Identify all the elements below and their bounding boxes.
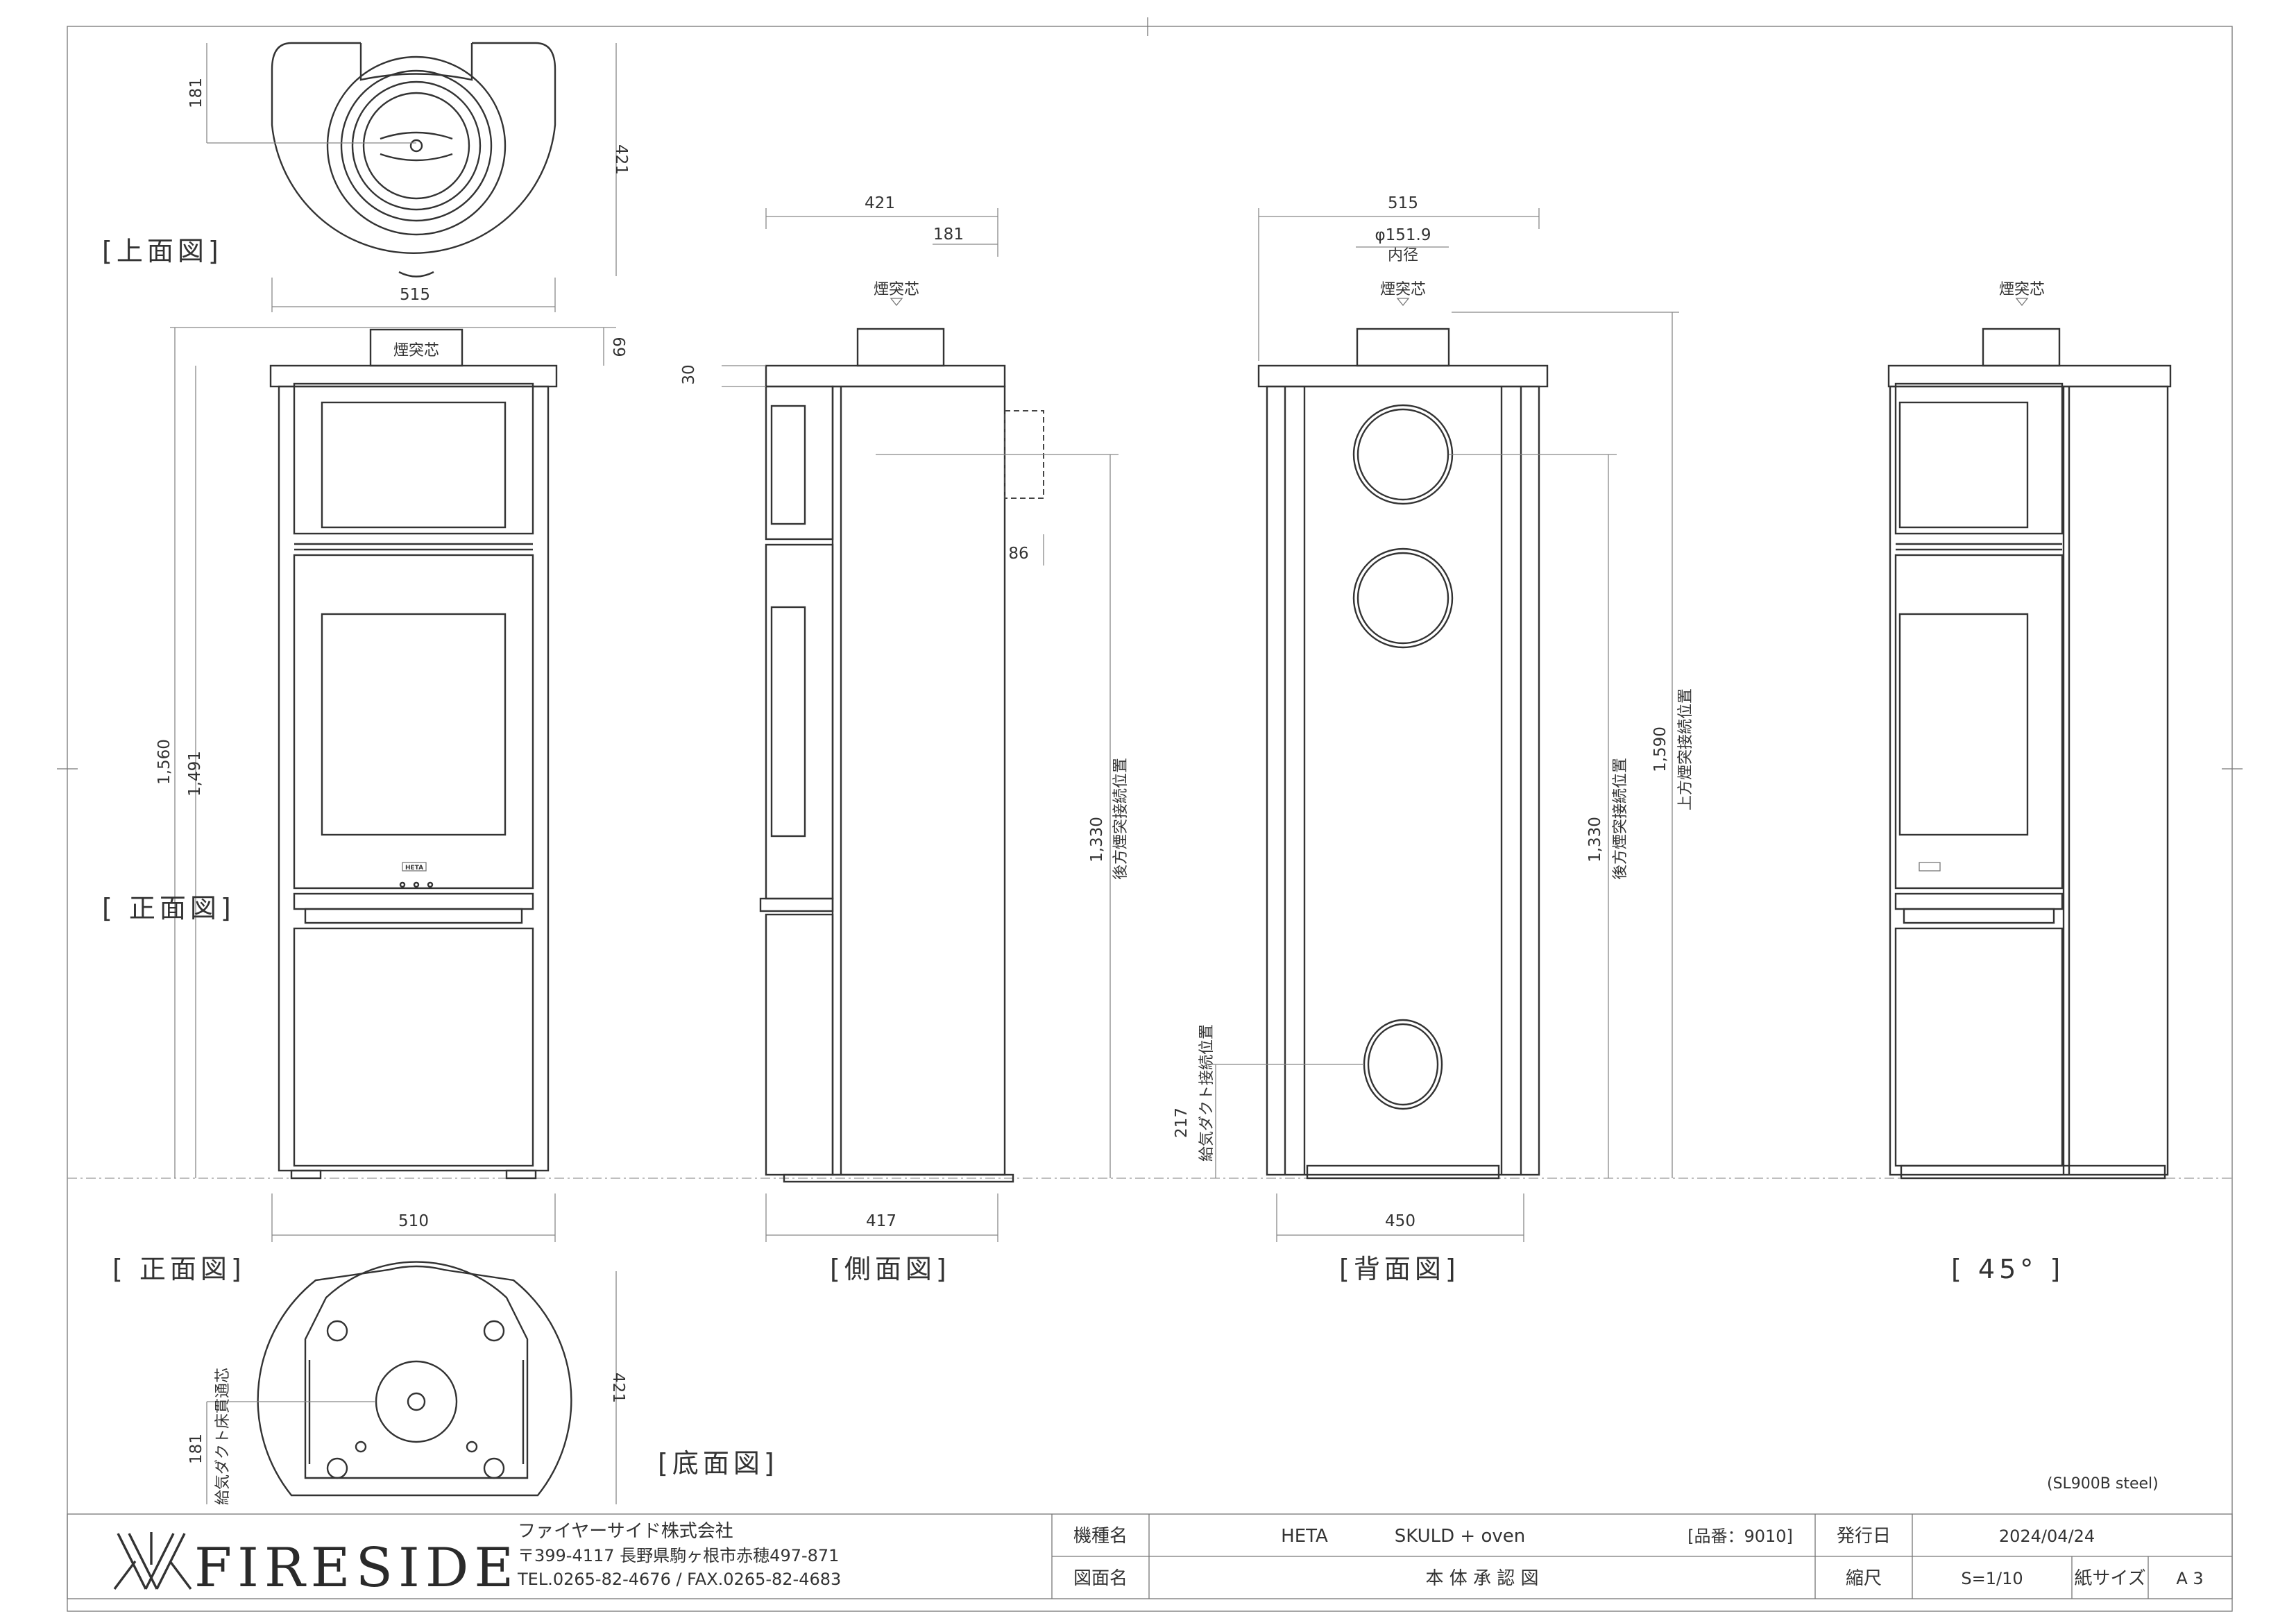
dim-back-1590: 1,590 (1651, 726, 1669, 772)
side-view: 煙突芯 421 181 30 86 1,330 後方煙突接続位置 417 (680, 194, 1130, 1242)
dim-front-1491: 1,491 (186, 751, 204, 797)
issue-date: 2024/04/24 (1999, 1527, 2095, 1546)
dim-bottom-421: 421 (609, 1373, 627, 1403)
top-view: 181 421 515 (187, 42, 630, 312)
label-top-view: [上面図] (102, 236, 223, 266)
item-number: [品番：9010] (1687, 1527, 1793, 1546)
model-note: (SL900B steel) (2047, 1475, 2159, 1493)
label-issue: 発行日 (1837, 1526, 1891, 1547)
paper-size: A 3 (2176, 1569, 2203, 1588)
label-paper: 紙サイズ (2074, 1568, 2145, 1589)
company-tel-fax: TEL.0265-82-4676 / FAX.0265-82-4683 (517, 1570, 841, 1589)
model-name: SKULD + oven (1395, 1526, 1525, 1547)
dim-side-417: 417 (866, 1212, 896, 1230)
front-brand-plate: HETA (405, 865, 423, 872)
note-top-connection: 上方煙突接続位置 (1677, 688, 1694, 810)
dim-back-515: 515 (1388, 194, 1418, 212)
label-scale: 縮尺 (1846, 1568, 1882, 1589)
label-model: 機種名 (1073, 1526, 1128, 1547)
fireside-logo-icon (113, 1532, 192, 1590)
drawing-name: 本 体 承 認 図 (1425, 1568, 1538, 1589)
note-back-rear-connection: 後方煙突接続位置 (1612, 758, 1629, 880)
dim-back-1330: 1,330 (1586, 817, 1604, 863)
back-view: φ151.9 内径 煙突芯 515 1,330 後方煙突接続位置 (1173, 194, 1694, 1242)
label-front-view-2: [ 正面図] (112, 1254, 246, 1284)
dim-back-phi: φ151.9 (1375, 226, 1431, 244)
flue-center-side: 煙突芯 (874, 281, 919, 298)
dim-side-1330: 1,330 (1088, 817, 1106, 863)
dim-bottom-181: 181 (187, 1434, 205, 1464)
flue-center-back: 煙突芯 (1380, 281, 1426, 298)
dim-back-217: 217 (1173, 1107, 1191, 1138)
note-back-inner: 内径 (1388, 247, 1418, 264)
label-bottom-view: [底面図] (658, 1448, 779, 1479)
company-name: ファイヤーサイド株式会社 (518, 1521, 733, 1542)
dim-top-181: 181 (187, 78, 205, 108)
dim-side-30: 30 (680, 364, 698, 384)
dim-side-86: 86 (1008, 545, 1028, 563)
dim-front-69: 69 (609, 337, 627, 357)
title-block: FIRESIDE ファイヤーサイド株式会社 〒399-4117 長野県駒ヶ根市赤… (67, 1513, 2233, 1599)
bottom-view: 421 181 給気ダクト床貫通芯 (187, 1261, 627, 1505)
scale-value: S=1/10 (1961, 1569, 2023, 1588)
dim-front-510: 510 (398, 1212, 429, 1230)
dim-side-421: 421 (865, 194, 895, 212)
flue-center-angle: 煙突芯 (1999, 281, 2045, 298)
dim-top-421: 421 (612, 144, 630, 175)
note-side-rear-connection: 後方煙突接続位置 (1112, 758, 1130, 880)
angle-view: 煙突芯 (1887, 281, 2172, 1180)
dim-side-181: 181 (933, 226, 964, 244)
flue-center-front: 煙突芯 (393, 342, 439, 359)
label-angle-view: [ 45° ] (1951, 1254, 2064, 1284)
front-view: 煙突芯 HETA 69 1,560 1,491 510 (155, 327, 627, 1242)
dim-front-1560: 1,560 (155, 739, 173, 785)
dim-top-515: 515 (400, 286, 430, 304)
company-address: 〒399-4117 長野県駒ヶ根市赤穂497-871 (518, 1546, 839, 1565)
label-drawing: 図面名 (1073, 1568, 1128, 1589)
fireside-logo-text: FIRESIDE (194, 1537, 519, 1599)
label-side-view: [側面図] (830, 1254, 951, 1284)
label-front-view: [ 正面図] (102, 893, 235, 924)
note-air-duct-connection: 給気ダクト接続位置 (1198, 1024, 1216, 1162)
drawing-border (67, 26, 2233, 1612)
note-air-duct-floor: 給気ダクト床貫通芯 (214, 1368, 232, 1505)
dim-back-450: 450 (1385, 1212, 1415, 1230)
brand-name: HETA (1281, 1526, 1328, 1547)
label-back-view: [背面図] (1339, 1254, 1460, 1284)
